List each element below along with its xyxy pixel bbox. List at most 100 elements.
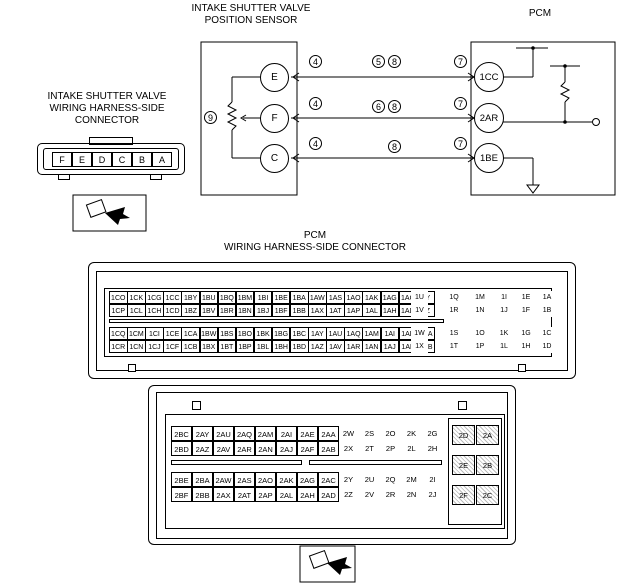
pcm-pin-1be: 1BE [474,143,504,173]
pcm-pin-1o: 1O [472,327,488,340]
pcm-pin-1ap: 1AP [344,304,363,317]
pcm-pin-2k: 2K [402,426,421,441]
pcm-pin-1cr: 1CR [109,340,128,353]
pcm-pin-1bd: 1BD [290,340,309,353]
pcm-connector-1-latch [518,364,526,372]
pcm-pin-1an: 1AN [362,340,381,353]
callout-8: 8 [388,140,401,153]
pcm-pin-1av: 1AV [326,340,345,353]
pcm-pin-1co: 1CO [109,291,128,304]
pcm-connector-2-divider [309,460,442,465]
callout-8: 8 [388,100,401,113]
pcm-pin-1by: 1BY [181,291,200,304]
pcm-pin-1ca: 1CA [181,327,200,340]
pcm-pin-1l: 1L [496,340,512,353]
pcm-pin-2x: 2X [339,441,358,456]
pcm-pin-2ae: 2AE [297,426,318,441]
pcm-pin-1ah: 1AH [380,304,399,317]
pcm-pin-1p: 1P [472,340,488,353]
pcm-pin-1bt: 1BT [217,340,237,353]
pcm-pin-1cp: 1CP [109,304,128,317]
sensor-title: INTAKE SHUTTER VALVE POSITION SENSOR [186,3,316,27]
pcm-pin-2h: 2H [423,441,442,456]
pcm-pin-1ak: 1AK [362,291,381,304]
pcm-pin-1w: 1W [411,327,428,340]
pcm-pin-1ai: 1AI [380,327,399,340]
pcm-pin-1n: 1N [472,304,488,317]
pcm-pin-1cm: 1CM [127,327,146,340]
pcm-pin-1bi: 1BI [253,291,273,304]
pcm-pin-2ap: 2AP [255,487,276,502]
pcm-pin-1k: 1K [496,327,512,340]
pcm-pin-1v: 1V [411,304,428,317]
pcm-pin-2aj: 2AJ [276,441,297,456]
pcm-pin-2be: 2BE [171,472,192,487]
callout-7: 7 [454,137,467,150]
pcm-pin-2s: 2S [360,426,379,441]
callout-4: 4 [309,55,322,68]
pcm-connector-1-latch [128,364,136,372]
pcm-pin-1aq: 1AQ [344,327,363,340]
callout-8: 8 [388,55,401,68]
pcm-pin-2an: 2AN [255,441,276,456]
pcm-pin-1am: 1AM [362,327,381,340]
pcm-pin-1g: 1G [518,327,534,340]
pcm-pin-1c: 1C [539,327,555,340]
pcm-pin-1s: 1S [446,327,462,340]
pcm-pin-2am: 2AM [255,426,276,441]
pcm-pin-1bv: 1BV [199,304,218,317]
sensor-pin-c: C [260,144,289,173]
pcm-pin-2o: 2O [381,426,400,441]
callout-5: 5 [372,55,385,68]
pcm-pin-2av: 2AV [213,441,234,456]
pcm-pin-1cq: 1CQ [109,327,128,340]
harness-pin-f: F [52,152,72,167]
pcm-pin-1ao: 1AO [344,291,363,304]
pcm-connector-2-divider [171,460,302,465]
pcm-title: PCM [528,8,552,19]
pcm-pin-1ay: 1AY [308,327,327,340]
pcm-pin-1ce: 1CE [163,327,182,340]
pcm-pin-2q: 2Q [381,472,400,487]
harness-title-line1: INTAKE SHUTTER VALVE [47,91,167,102]
pcm-pin-2t: 2T [360,441,379,456]
pcm-pin-2ak: 2AK [276,472,297,487]
pcm-pin-1bz: 1BZ [181,304,200,317]
pcm-pin-2d: 2D [452,425,475,445]
harness-foot-left [58,174,70,180]
pcm-pin-2ad: 2AD [318,487,339,502]
pcm-pin-2ay: 2AY [192,426,213,441]
pcm-pin-2bd: 2BD [171,441,192,456]
pcm-pin-2m: 2M [402,472,421,487]
pcm-connector-title-line2: WIRING HARNESS-SIDE CONNECTOR [223,242,407,253]
pcm-pin-2ax: 2AX [213,487,234,502]
pcm-pin-2aq: 2AQ [234,426,255,441]
sensor-pin-f: F [260,104,289,133]
pcm-connector-2-frame [156,392,508,539]
pcm-pin-1bu: 1BU [199,291,218,304]
pcm-pin-1bj: 1BJ [253,304,273,317]
pcm-pin-1cj: 1CJ [145,340,164,353]
pcm-pin-1bh: 1BH [271,340,291,353]
pcm-pin-1be: 1BE [271,291,291,304]
pcm-pin-1az: 1AZ [308,340,327,353]
pcm-pin-2ai: 2AI [276,426,297,441]
pcm-pin-1q: 1Q [446,291,462,304]
pcm-pin-2bc: 2BC [171,426,192,441]
harness-lock-tab [89,137,133,145]
callout-4: 4 [309,137,322,150]
pcm-pin-2aw: 2AW [213,472,234,487]
pcm-pin-1bb: 1BB [290,304,309,317]
pcm-pin-1bs: 1BS [217,327,237,340]
pcm-pin-2g: 2G [423,426,442,441]
callout-4: 4 [309,97,322,110]
sensor-title-line1: INTAKE SHUTTER VALVE [191,3,311,14]
pcm-pin-1x: 1X [411,340,428,353]
sensor-pin-e: E [260,63,289,92]
pcm-pin-1ci: 1CI [145,327,164,340]
pcm-pin-1m: 1M [472,291,488,304]
pcm-pin-1ba: 1BA [290,291,309,304]
pcm-pin-1bf: 1BF [271,304,291,317]
pcm-pin-1ag: 1AG [380,291,399,304]
